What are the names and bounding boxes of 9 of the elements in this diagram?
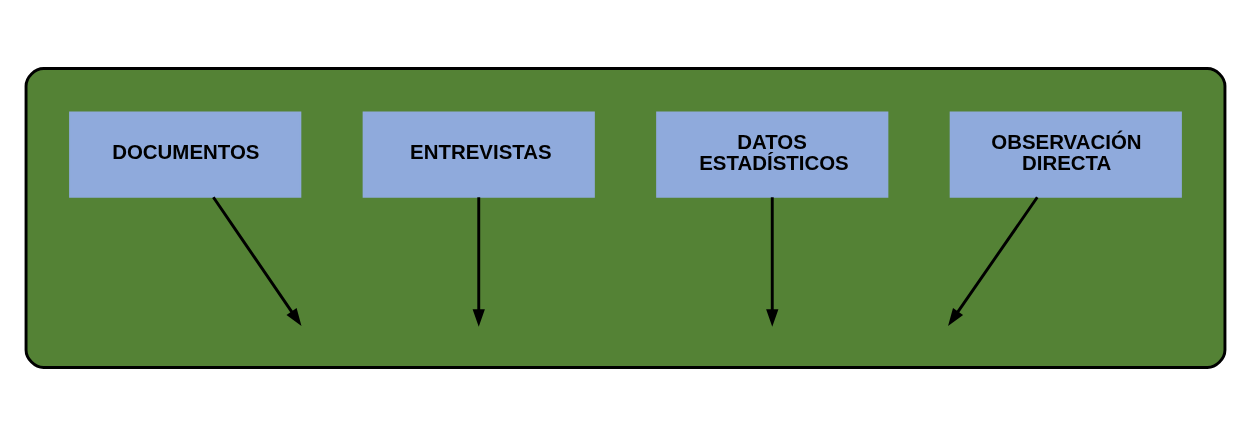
- arrow: [212, 196, 302, 327]
- node-box: DATOS ESTADÍSTICOS: [656, 111, 889, 198]
- arrow: [766, 197, 779, 327]
- arrow: [948, 196, 1039, 327]
- node-box: DOCUMENTOS: [69, 111, 302, 198]
- cluster: [24, 67, 1227, 369]
- node-box: OBSERVACIÓN DIRECTA: [949, 111, 1182, 198]
- arrow: [472, 197, 485, 327]
- node-box: ENTREVISTAS: [362, 111, 595, 198]
